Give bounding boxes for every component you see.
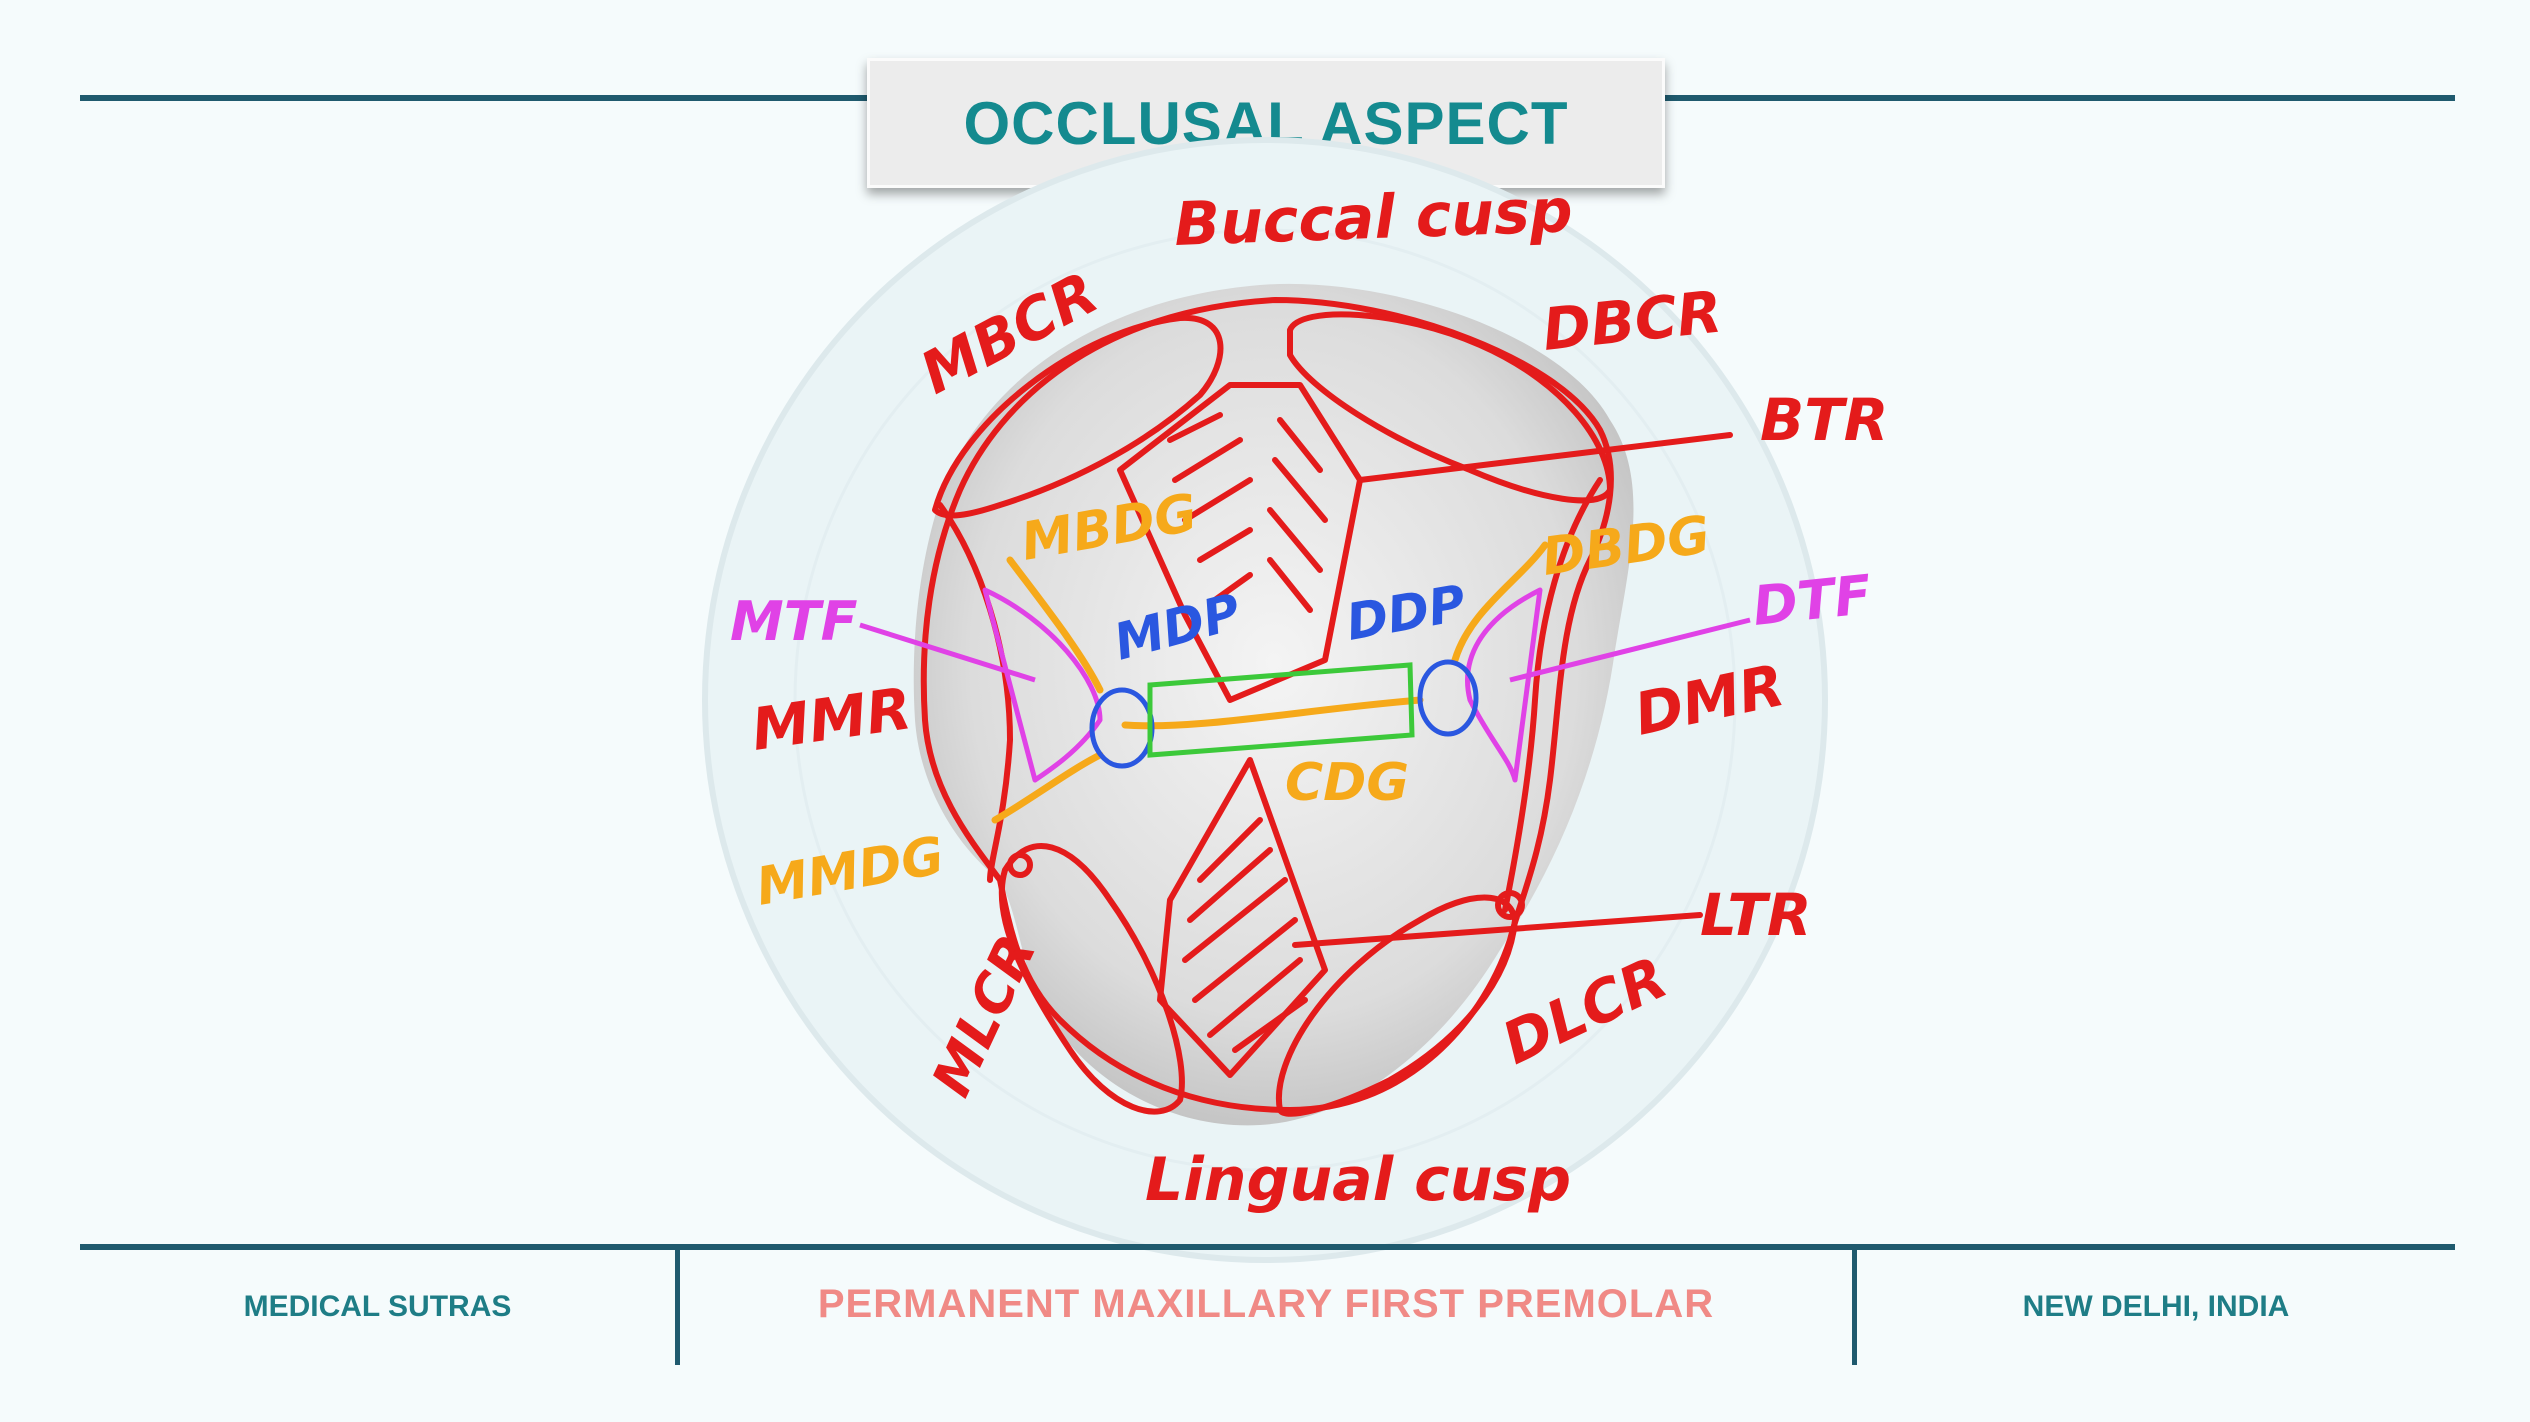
cdg-groove <box>1121 696 1424 730</box>
footer-brand: MEDICAL SUTRAS <box>243 1290 512 1323</box>
header-rule-left <box>80 95 870 101</box>
mlcr-outline <box>998 843 1185 1115</box>
mtf-leader <box>859 622 1036 683</box>
label-buccal-cusp: Buccal cusp <box>1173 176 1574 260</box>
footer-rule <box>80 1244 2455 1250</box>
ltr-hatching <box>1182 817 1308 1053</box>
label-dtf: DTF <box>1750 563 1875 638</box>
footer-divider-right <box>1852 1250 1857 1365</box>
mmdg-groove <box>991 751 1104 824</box>
label-ltr: LTR <box>1700 881 1812 949</box>
ltr-leader <box>1292 912 1703 948</box>
footer-subject: PERMANENT MAXILLARY FIRST PREMOLAR <box>817 1282 1715 1326</box>
btr-outline <box>1117 382 1363 703</box>
junction-mark-2 <box>1495 890 1525 920</box>
footer-location: NEW DELHI, INDIA <box>2022 1290 2290 1323</box>
dlcr-outline <box>1275 894 1518 1117</box>
dbdg-groove <box>1451 541 1549 664</box>
mbcr-outline <box>932 314 1224 519</box>
tooth-body <box>913 283 1634 1126</box>
tooth-outline <box>920 297 1614 1113</box>
btr-leader <box>1357 432 1733 483</box>
mbdg-groove <box>1006 556 1104 694</box>
label-btr: BTR <box>1760 386 1888 454</box>
dmr-outline <box>1502 477 1603 913</box>
label-mtf: MTF <box>730 590 858 653</box>
label-cdg: CDG <box>1285 753 1409 813</box>
junction-mark-1 <box>1007 852 1033 878</box>
watermark-inner-circle <box>793 228 1737 1172</box>
ddp-circle <box>1417 659 1479 737</box>
mtf-outline <box>982 587 1103 783</box>
btr-hatching <box>1167 412 1328 613</box>
dbcr-outline <box>1287 311 1613 504</box>
header-rule-right <box>1665 95 2455 101</box>
central-groove-box <box>1147 662 1415 758</box>
dtf-leader <box>1509 617 1751 683</box>
label-lingual-cusp: Lingual cusp <box>1145 1145 1571 1215</box>
mmr-outline <box>937 502 1013 883</box>
dtf-outline <box>1465 587 1543 783</box>
ltr-outline <box>1157 757 1328 1078</box>
footer-divider-left <box>675 1250 680 1365</box>
